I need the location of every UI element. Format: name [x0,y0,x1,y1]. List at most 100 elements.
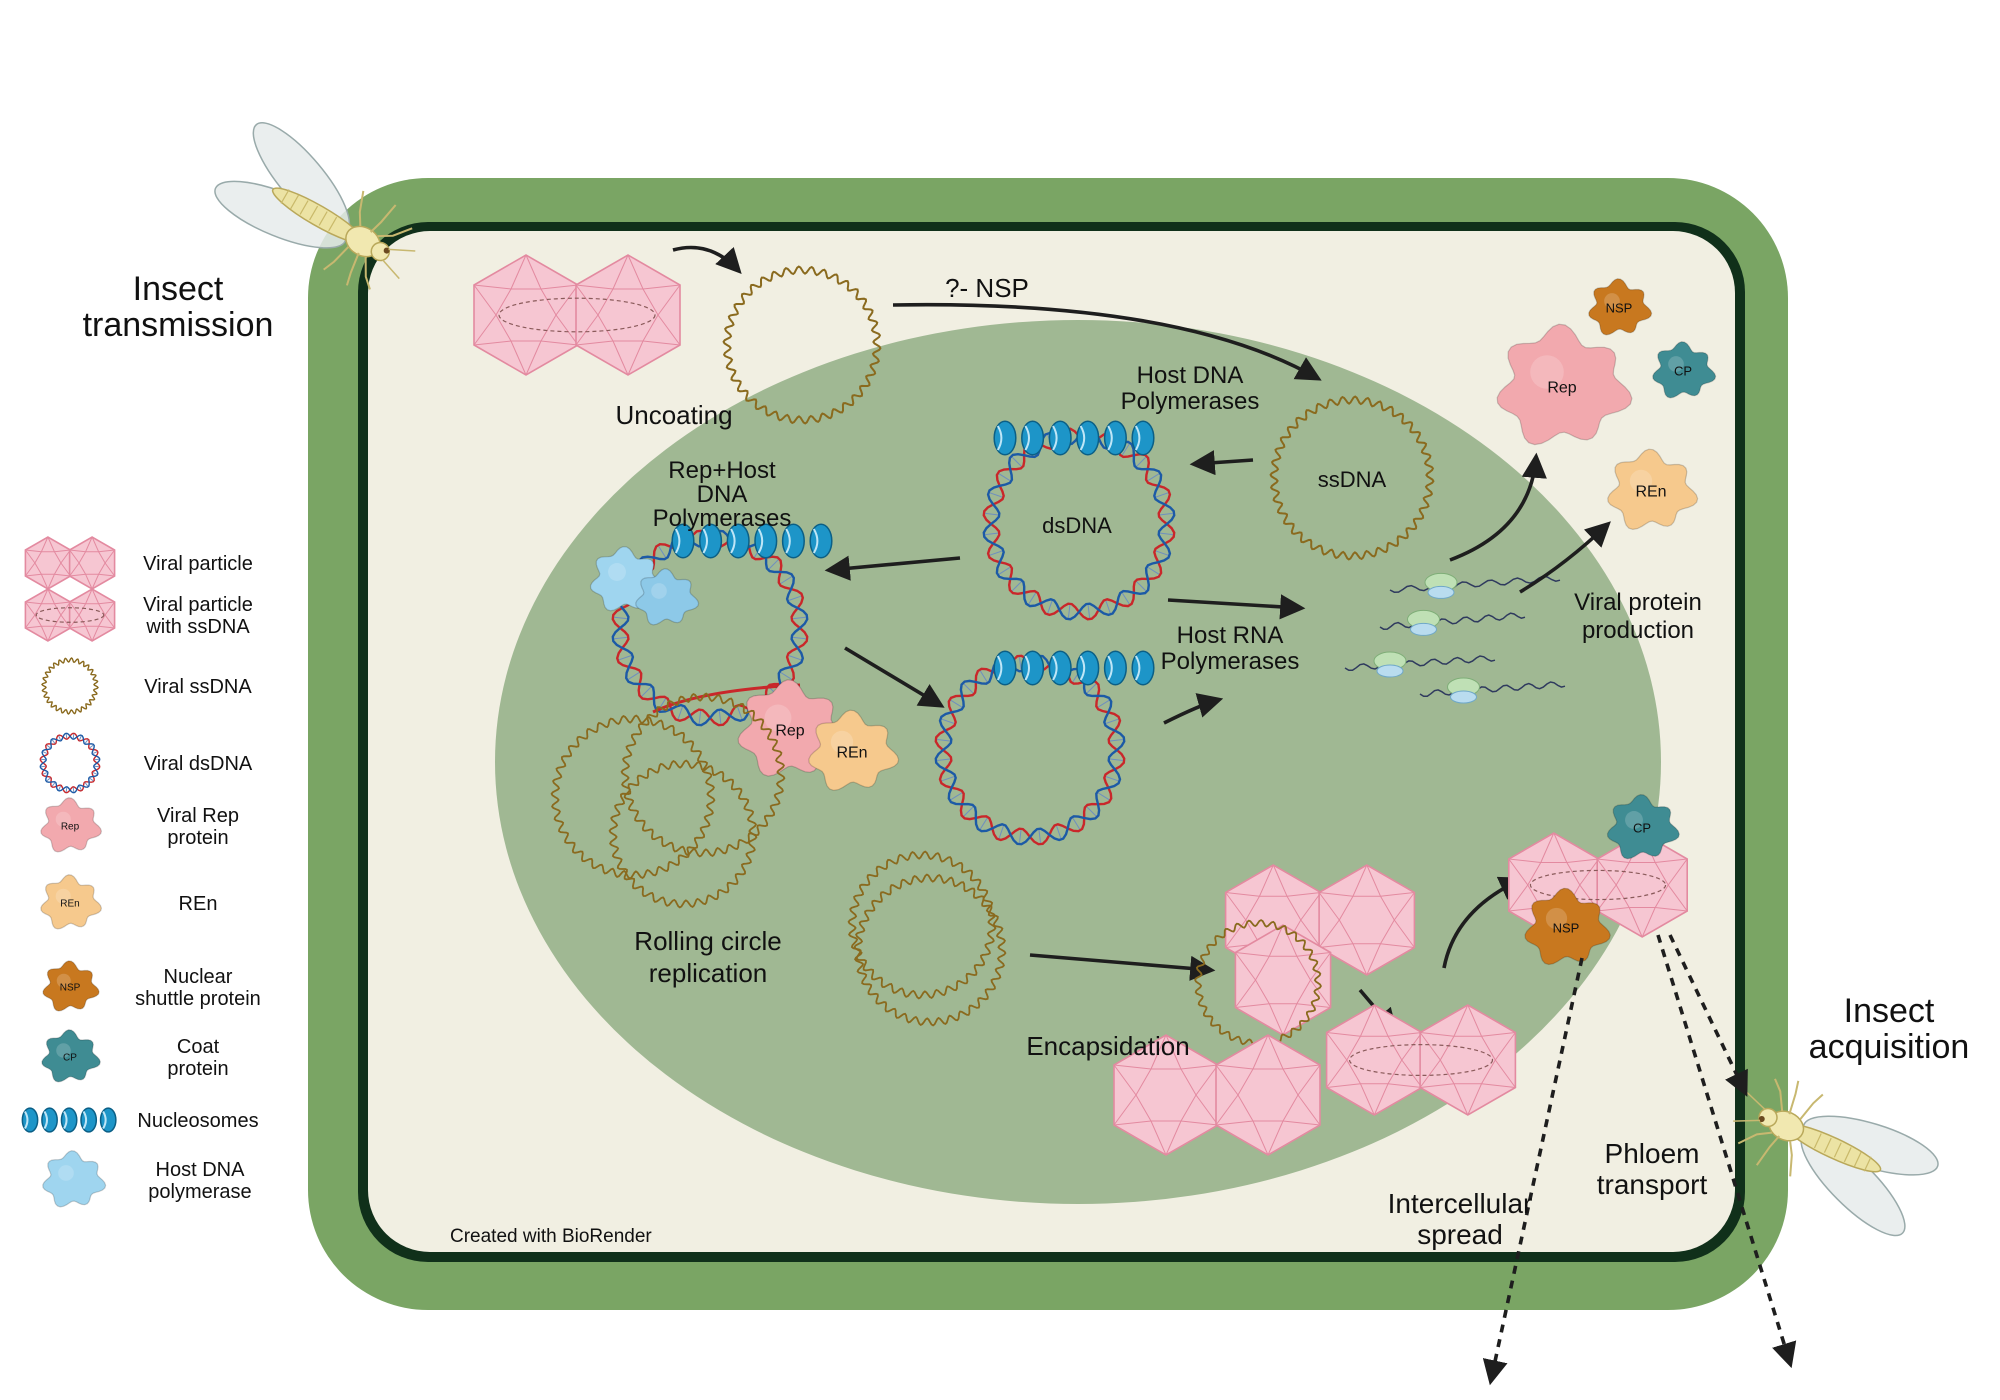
intercellular-spread-label-line: Intercellular [1388,1188,1533,1219]
rep-protein: Rep [1496,323,1633,446]
dna-rung [1087,605,1091,618]
capsid-edge [627,340,644,376]
legend-label-line: Viral dsDNA [144,753,253,775]
cp-icon: CP [41,1029,101,1083]
capsid-edge [555,314,579,346]
mrna-ribosome [1344,651,1496,678]
capsid-edge [612,340,629,376]
capsid-edge [69,614,80,629]
legend-label-line: Viral particle [143,594,253,616]
capsid-face [24,588,72,642]
dna-rung [78,785,82,791]
capsid-edge [575,284,614,290]
capsid-edge [1282,1120,1321,1126]
dna-rung [1019,657,1022,670]
capsid-edge [1401,1032,1423,1061]
rep-protein-label: Rep [1547,380,1576,397]
capsid-edge [1318,892,1340,921]
insect-acquiring [1733,1078,1939,1237]
dna-rung [1155,550,1169,556]
capsid-edge [1225,892,1247,921]
capsid-edge [104,601,116,616]
capsid-edge [510,340,527,376]
legend-label-line: Nuclear [164,966,233,988]
capsid-edge [1195,1064,1219,1096]
capsid-edge [575,340,614,346]
host-dna-polymerase-icon [42,1150,107,1208]
replicated-ssdna [620,692,786,858]
capsid-edge [40,536,49,552]
capsid-edge [540,340,579,346]
dna-rung [89,744,94,749]
dna-rung [658,546,666,558]
capsid-edge [69,549,80,564]
capsid-edge [1641,907,1656,938]
dna-rung [92,751,98,755]
nuclear-ssdna [1269,395,1435,561]
capsid-edge [1113,1064,1137,1096]
legend-label-line: shuttle protein [135,988,261,1010]
insect-leg [364,256,371,290]
capsid-hexagon [24,536,72,590]
dna-rung [65,733,68,739]
capsid-edge [627,254,644,290]
cp-protein: CP [1652,341,1717,399]
capsid-edge [1326,1032,1348,1061]
capsid-edge [1326,1032,1361,1037]
capsid-edge [1579,858,1600,886]
capsid-edge [1282,1003,1298,1036]
capsid-edge [40,626,49,642]
nsp-protein-label: NSP [1606,301,1633,316]
arrow-to-rep-synthesis [1449,452,1547,562]
insect-segment [1833,1142,1842,1158]
mature-viral-particle [1325,1004,1517,1116]
insect-leg [345,252,360,286]
dna-rung [1136,581,1147,592]
capsid-edge [1597,858,1630,863]
capsid-edge [1393,919,1415,948]
legend-label-line: Viral ssDNA [144,676,252,698]
capsid-edge [1282,1064,1321,1070]
capsid-edge [1655,907,1688,912]
capsid-edge [1566,858,1599,863]
capsid-edge [1419,1059,1441,1088]
capsid-edge [473,284,512,290]
cp-protein-highlight [1625,811,1643,829]
legend-label-line: polymerase [148,1181,251,1203]
arrow-ssdna-to-dsdna [1189,450,1254,476]
viral-ssdna-icon [41,657,99,715]
dna-rung [1105,600,1111,614]
capsid-edge [1380,943,1415,948]
legend-label-line: Nucleosomes [137,1110,258,1132]
capsid-edge [1553,832,1568,863]
dna-rung [950,792,963,801]
ren-protein: REn [1607,448,1699,531]
dna-rung [84,782,89,787]
capsid-edge [1393,892,1415,921]
dna-rung [1086,683,1097,694]
insect-leg [1789,1140,1793,1177]
intercellular-spread-label-line: spread [1417,1219,1503,1250]
capsid-edge [98,625,115,629]
nsp-arrow-label: ?- NSP [945,273,1029,303]
capsid-edge [47,588,55,604]
capsid-edge [85,536,93,552]
ribosome-small [1376,664,1404,678]
capsid-edge [1235,1003,1270,1008]
dna-rung [58,735,62,741]
legend-item: Viral dsDNA [39,732,253,794]
insect-segment [318,211,328,226]
capsid-edge [1180,1120,1219,1126]
insect-leg [1774,1078,1784,1111]
uncoating-label: Uncoating [615,400,732,430]
capsid-edge [1597,907,1630,912]
nucleosome-wrap [1052,655,1058,681]
cp-protein-highlight [1668,356,1684,372]
dna-rung [65,787,68,793]
dna-rung [614,616,627,620]
insect-eye [1758,1116,1765,1123]
dna-rung [1136,456,1147,467]
